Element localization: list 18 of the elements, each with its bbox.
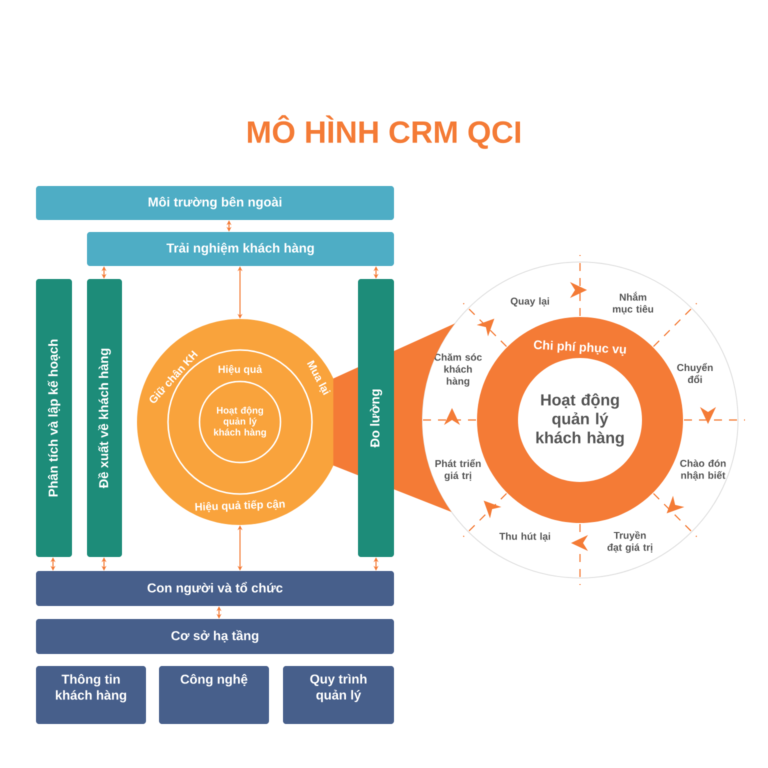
magnifier-wedge — [333, 323, 455, 512]
title: MÔ HÌNH CRM QCI — [248, 115, 520, 149]
ring-label: Hiệu quả tiếp cận — [195, 500, 285, 512]
ring-label: Mua lại — [306, 360, 331, 396]
layer-box: Cơ sở hạ tầng — [36, 619, 394, 654]
component-box: Thông tin khách hàng — [36, 666, 146, 724]
layer-box: Môi trường bên ngoài — [36, 186, 394, 220]
segment-label: Nhắm mục tiêu — [612, 292, 654, 314]
layer-box: Trải nghiệm khách hàng — [87, 232, 394, 266]
pillar-box: Đề xuất về khách hàng — [87, 279, 122, 557]
segment-label: Quay lại — [510, 297, 549, 307]
pillar-box: Đo lường — [358, 279, 394, 557]
segment-label: Thu hút lại — [499, 532, 550, 542]
component-box: Công nghệ — [159, 666, 269, 724]
segment-label: Truyền đạt giá trị — [607, 531, 652, 553]
component-box: Quy trình quản lý — [283, 666, 394, 724]
pillar-box: Phân tích và lập kế hoạch — [36, 279, 72, 557]
layer-box: Con người và tổ chức — [36, 571, 394, 606]
